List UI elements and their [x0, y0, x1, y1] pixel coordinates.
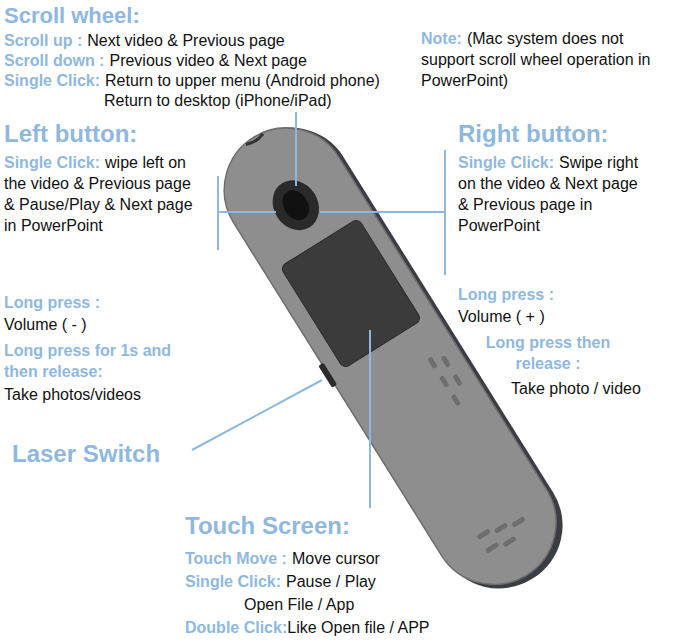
callout-text: Long press for 1s and then release: [4, 340, 204, 382]
action-name: Single Click: [4, 72, 100, 89]
action-name: Touch Move : [185, 550, 287, 567]
action-name: Long press : [458, 286, 554, 303]
function-text: Volume ( + ) [458, 308, 545, 325]
callout-text: Right button: [458, 120, 673, 148]
action-name: Note: [421, 30, 462, 47]
action-name: Single Click: [185, 573, 281, 590]
function-text: Like Open file / APP [287, 619, 429, 636]
callout-text: Return to desktop (iPhone/iPad) [104, 90, 404, 111]
function-text: Open File / App [244, 596, 354, 613]
action-name: Double Click: [185, 619, 287, 636]
action-name: Long press : [4, 294, 100, 311]
scroll-wheel-center [277, 185, 314, 225]
callout-text: Single Click:wipe left on the video & Pr… [4, 152, 200, 236]
callout-text: Volume ( + ) [458, 306, 658, 327]
function-text: Return to upper menu (Android phone) [105, 72, 380, 89]
function-text: Return to desktop (iPhone/iPad) [104, 92, 332, 109]
callout-text: Take photos/videos [4, 384, 204, 405]
action-name: Single Click: [458, 154, 554, 171]
function-text: Next video & Previous page [87, 32, 284, 49]
callout-text: Scroll down : Previous video & Next page [4, 50, 404, 71]
part-name: Right button: [458, 120, 609, 147]
part-name: Laser Switch [12, 440, 160, 467]
function-text: Volume ( - ) [4, 316, 87, 333]
callout-text: Single Click: Return to upper menu (Andro… [4, 70, 414, 91]
callout-text: Open File / App [244, 594, 504, 615]
laser-switch [318, 363, 337, 388]
part-name: Touch Screen: [185, 512, 350, 539]
callout-text: Laser Switch [12, 440, 190, 468]
function-text: Previous video & Next page [109, 52, 306, 69]
callout-text: Long press then release : [458, 332, 638, 374]
callout-text: Note:(Mac system does not support scroll… [421, 28, 676, 91]
callout-text: Touch Screen: [185, 512, 445, 540]
callout-text: Scroll up : Next video & Previous page [4, 30, 404, 51]
action-name: Scroll down : [4, 52, 104, 69]
callout-text: Touch Move : Move cursor [185, 548, 485, 569]
part-name: Scroll wheel: [4, 3, 140, 28]
function-text: Pause / Play [286, 573, 376, 590]
action-name: Scroll up : [4, 32, 82, 49]
function-text: Take photo / video [511, 380, 641, 397]
function-text: Take photos/videos [4, 386, 141, 403]
top-notch [246, 134, 264, 146]
callout-text: Scroll wheel: [4, 2, 304, 30]
callout-text: Volume ( - ) [4, 314, 204, 335]
callout-text: Take photo / video [511, 378, 676, 399]
action-name: Single Click: [4, 154, 100, 171]
callout-text: Single Click:Swipe right on the video & … [458, 152, 648, 236]
action-name: Long press for 1s and then release: [4, 342, 171, 380]
part-name: Left button: [4, 120, 137, 147]
action-name: Long press then release : [486, 334, 610, 372]
function-text: Move cursor [292, 550, 380, 567]
touch-pad [280, 218, 422, 369]
callout-text: Left button: [4, 120, 204, 148]
leader-lines [192, 112, 445, 508]
callout-text: Long press : [4, 292, 204, 313]
callout-text: Single Click: Pause / Play [185, 571, 485, 592]
callout-text: Long press : [458, 284, 658, 305]
callout-text: Double Click:Like Open file / APP [185, 617, 505, 638]
